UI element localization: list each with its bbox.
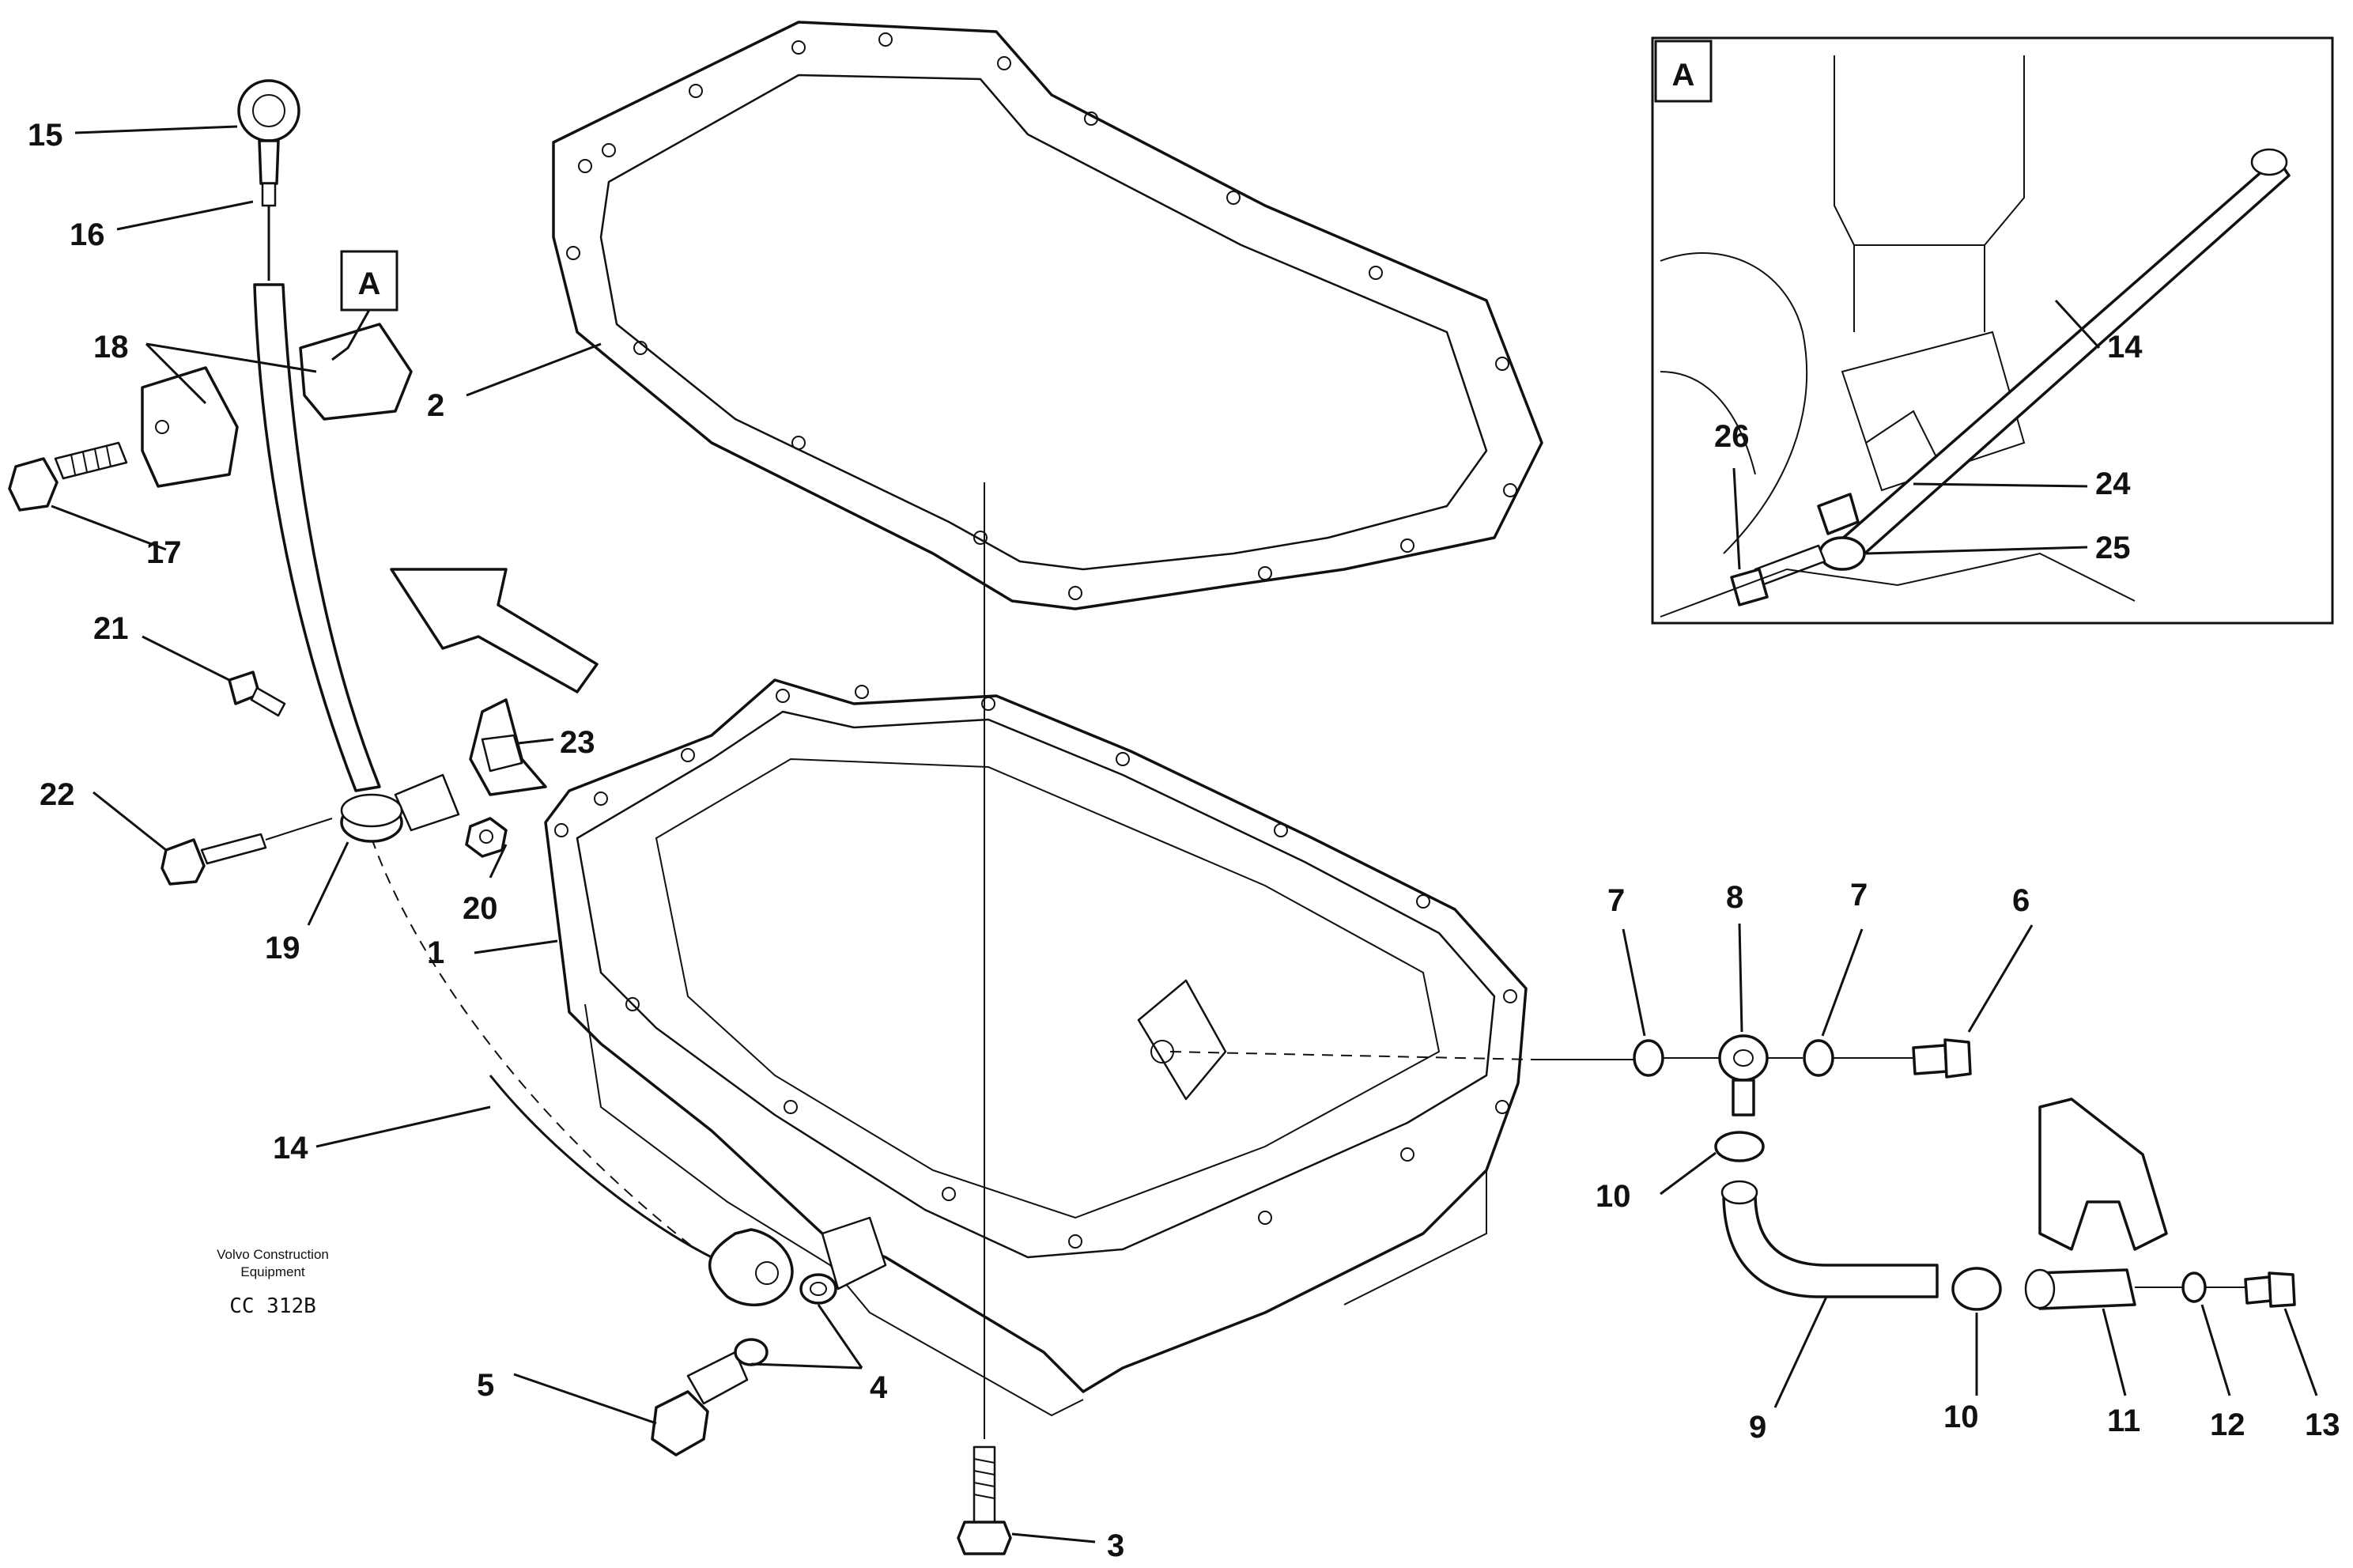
clamp-bolt-17 <box>8 441 128 512</box>
bolt-21 <box>228 671 286 717</box>
hose-clamp-10a <box>1714 1131 1765 1162</box>
callout-4: 4 <box>870 1370 888 1405</box>
leader-lines <box>51 125 2318 1543</box>
manufacturer-credit: Volvo Construction Equipment CC 312B <box>217 1247 329 1318</box>
front-direction-arrow <box>390 568 599 693</box>
detail-reference-box: A <box>331 250 398 361</box>
tube-clamp-18 <box>141 323 413 488</box>
callout-8: 8 <box>1726 880 1743 915</box>
callout-20: 20 <box>463 891 498 926</box>
detail-label-main: A <box>358 266 381 301</box>
mounting-bracket <box>2038 1098 2168 1251</box>
bolt-13 <box>2244 1275 2272 1305</box>
bracket-23 <box>394 698 547 832</box>
callout-11: 11 <box>2107 1404 2140 1438</box>
callout-2: 2 <box>427 388 444 423</box>
callout-13: 13 <box>2305 1407 2340 1442</box>
drawing-code: CC 312B <box>229 1294 316 1318</box>
seal-rings-4 <box>734 1273 837 1366</box>
washer-7b <box>1803 1039 1834 1077</box>
callout-5: 5 <box>477 1368 494 1403</box>
callout-16: 16 <box>70 217 105 252</box>
inset-dipstick-tube <box>1833 157 2291 565</box>
oil-pan <box>544 678 1528 1417</box>
callout-24: 24 <box>2095 467 2131 501</box>
callout-26: 26 <box>1714 419 1750 454</box>
callout-21: 21 <box>93 611 129 646</box>
callout-18: 18 <box>93 330 129 365</box>
credit-line-2: Equipment <box>240 1264 305 1279</box>
dipstick <box>237 79 300 281</box>
callout-15: 15 <box>28 118 63 153</box>
sleeve-19 <box>340 793 403 843</box>
callout-10a: 10 <box>1596 1179 1631 1214</box>
callout-14a: 14 <box>273 1131 308 1166</box>
callout-6: 6 <box>2012 883 2030 918</box>
banjo-fitting-8 <box>1718 1034 1769 1082</box>
callout-23: 23 <box>560 725 595 760</box>
credit-line-1: Volvo Construction <box>217 1247 329 1262</box>
dipstick-tube <box>253 283 794 1307</box>
callout-14b: 14 <box>2107 330 2143 365</box>
callout-12: 12 <box>2210 1407 2245 1442</box>
hose-clamp-10b <box>1951 1267 2002 1311</box>
bolt-22 <box>161 818 333 886</box>
callout-19: 19 <box>265 931 300 965</box>
right-fittings <box>1169 1034 2296 1311</box>
callout-22: 22 <box>40 777 75 812</box>
washer-7a <box>1633 1039 1664 1077</box>
pan-bolt-holes <box>554 685 1517 1249</box>
callout-1: 1 <box>427 935 444 970</box>
callout-numbers: 15 16 18 17 21 22 19 20 23 2 1 14 5 4 3 … <box>28 118 2340 1563</box>
oil-pan-gasket <box>552 21 1543 610</box>
detail-label-inset: A <box>1672 58 1695 93</box>
hose-9 <box>1722 1192 1939 1298</box>
callout-7b: 7 <box>1850 878 1868 912</box>
callout-10b: 10 <box>1943 1400 1979 1434</box>
pan-bolt-3 <box>957 482 1012 1555</box>
callout-25: 25 <box>2095 531 2131 565</box>
banjo-bolt-6 <box>1912 1044 1948 1075</box>
callout-9: 9 <box>1749 1410 1766 1445</box>
gasket-bolt-holes <box>566 32 1517 600</box>
callout-3: 3 <box>1107 1528 1124 1563</box>
nut-20 <box>465 817 508 858</box>
callout-17: 17 <box>146 535 182 570</box>
callout-7a: 7 <box>1607 883 1625 918</box>
washer-12 <box>2181 1271 2207 1303</box>
detail-inset: A <box>1651 36 2334 625</box>
drain-plug-5 <box>651 1351 749 1457</box>
